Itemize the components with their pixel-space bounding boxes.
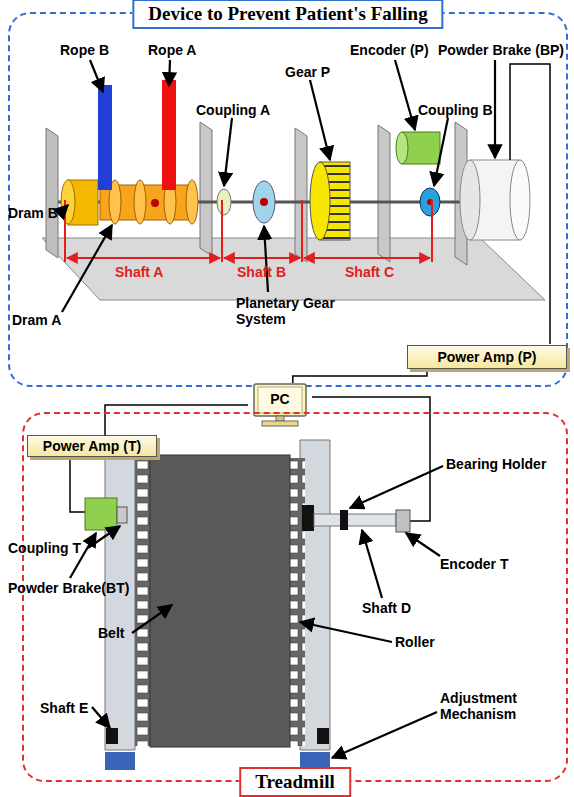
region-title: Device to Prevent Patient's Falling: [132, 0, 443, 29]
part-label: Bearing Holder: [446, 456, 546, 472]
part-label: Coupling B: [418, 102, 493, 118]
part-label: Shaft C: [345, 264, 394, 280]
part-label: Adjustment Mechanism: [440, 690, 565, 722]
part-label: Rope A: [148, 42, 196, 58]
part-label: Shaft D: [362, 600, 411, 616]
part-label: Dram B: [8, 205, 58, 221]
part-label: Rope B: [60, 42, 109, 58]
part-label: Shaft A: [115, 264, 163, 280]
part-label: Roller: [395, 634, 435, 650]
part-label: Planetary Gear System: [236, 295, 346, 327]
part-label: Gear P: [285, 64, 330, 80]
node-label: Power Amp (P): [437, 349, 536, 365]
part-label: Powder Brake(BT): [8, 580, 129, 596]
node-label: Power Amp (T): [43, 438, 141, 454]
part-label: Powder Brake (BP): [438, 42, 564, 58]
pc-computer: PC: [248, 383, 312, 427]
node-label: PC: [270, 391, 289, 407]
part-label: Shaft E: [40, 700, 88, 716]
part-label: Shaft B: [237, 264, 286, 280]
part-label: Coupling T: [8, 540, 81, 556]
part-label: Encoder (P): [350, 42, 429, 58]
part-label: Belt: [98, 625, 124, 641]
part-label: Encoder T: [440, 556, 508, 572]
signal-wire: [293, 369, 427, 383]
part-label: Dram A: [12, 312, 61, 328]
power-amp-box: Power Amp (P): [407, 345, 567, 369]
part-label: Coupling A: [196, 102, 270, 118]
power-amp-box: Power Amp (T): [27, 435, 157, 457]
region-title: Treadmill: [239, 767, 351, 797]
signal-wire: [105, 405, 248, 435]
